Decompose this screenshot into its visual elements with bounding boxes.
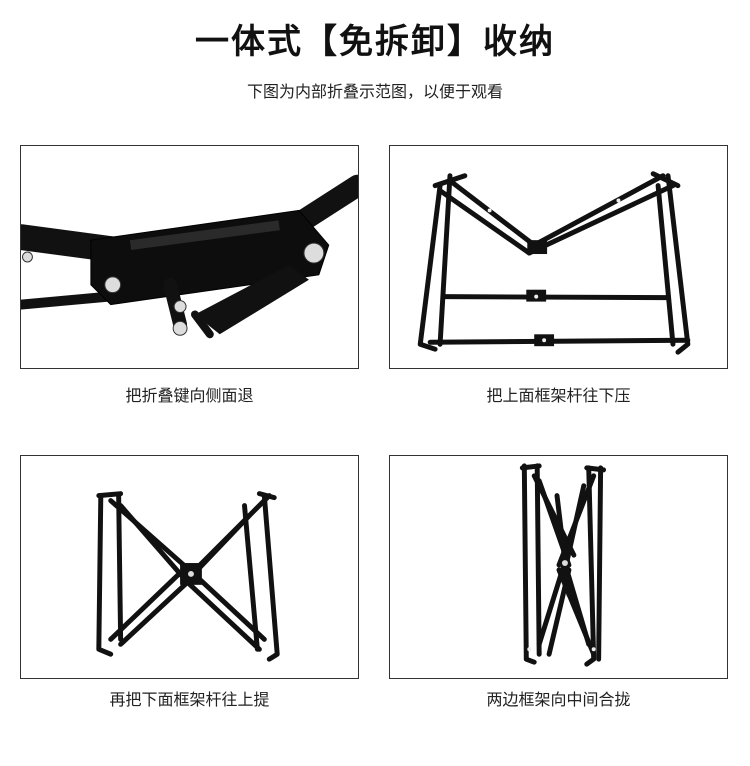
step-4-photo bbox=[389, 455, 728, 679]
frame-top-pressed-image bbox=[417, 171, 691, 355]
step-1-photo bbox=[20, 145, 359, 369]
step-3-caption: 再把下面框架杆往上提 bbox=[109, 690, 270, 709]
step-2-caption: 把上面框架杆往下压 bbox=[486, 386, 631, 405]
page-title: 一体式【免拆卸】收纳 bbox=[195, 22, 555, 62]
folding-hinge-closeup-image bbox=[21, 174, 358, 339]
step-4-caption: 两边框架向中间合拢 bbox=[486, 690, 631, 709]
frame-x-fold-image bbox=[96, 491, 280, 662]
step-1-caption: 把折叠键向侧面退 bbox=[125, 386, 254, 405]
step-2-photo bbox=[389, 145, 728, 369]
step-3-photo bbox=[20, 455, 359, 679]
page-subtitle: 下图为内部折叠示范图，以便于观看 bbox=[246, 82, 503, 101]
frame-folded-image bbox=[519, 463, 607, 667]
